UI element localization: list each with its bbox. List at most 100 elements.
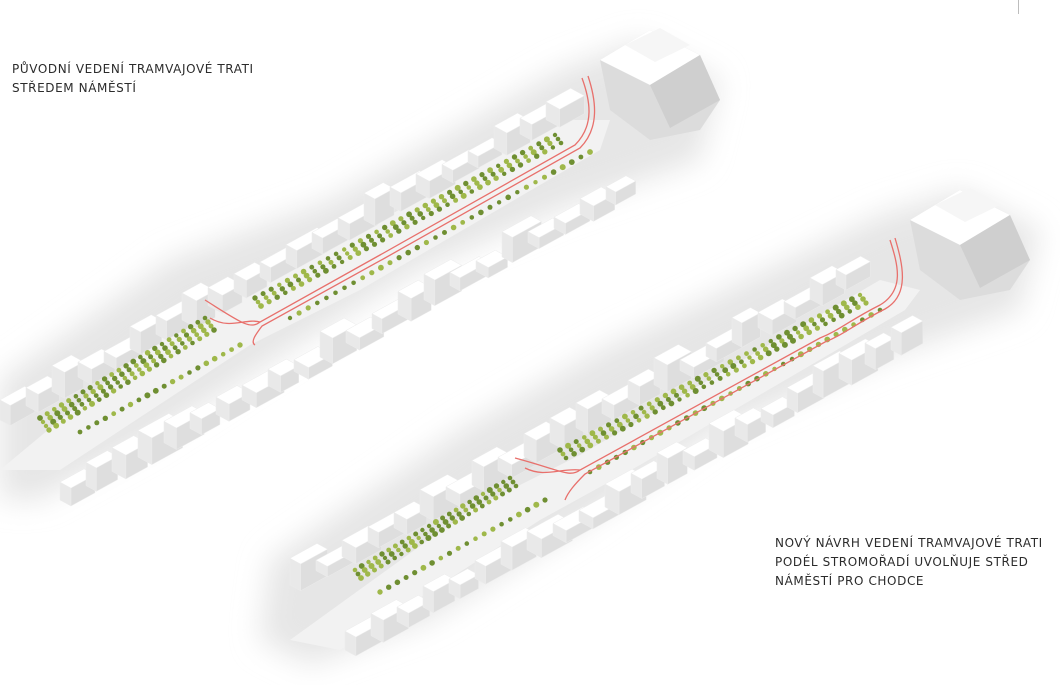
tree: [287, 315, 293, 321]
tree: [563, 455, 569, 461]
tree: [175, 349, 181, 355]
tree: [122, 375, 128, 381]
caption-proposed: NOVÝ NÁVRH VEDENÍ TRAMVAJOVÉ TRATI PODÉL…: [775, 534, 1043, 591]
caption-proposed-line-1: NOVÝ NÁVRH VEDENÍ TRAMVAJOVÉ TRATI: [775, 536, 1043, 550]
tree: [636, 418, 642, 423]
tree: [499, 521, 504, 527]
tree: [365, 571, 371, 577]
tree: [466, 185, 472, 190]
tree: [355, 571, 361, 577]
tree: [543, 136, 550, 143]
tree: [501, 479, 506, 485]
tree: [483, 495, 489, 501]
tree: [152, 387, 159, 394]
tree: [197, 323, 204, 330]
tree: [460, 220, 466, 225]
tree: [466, 511, 472, 517]
proposed-layout-view: [260, 188, 1040, 665]
tree: [323, 267, 329, 274]
tree: [469, 189, 475, 194]
tree: [542, 149, 548, 155]
tree: [333, 290, 338, 296]
tree: [442, 198, 447, 204]
tree: [517, 162, 524, 168]
tree: [582, 435, 587, 440]
tree: [277, 282, 282, 287]
building-block: [289, 543, 329, 565]
tree: [770, 342, 777, 349]
tree: [792, 325, 798, 332]
tree: [428, 210, 434, 217]
tree: [405, 547, 411, 553]
tree: [479, 503, 485, 509]
tree: [498, 166, 505, 173]
tree: [405, 249, 412, 256]
tree: [798, 333, 804, 340]
tree: [413, 531, 419, 537]
tree: [401, 220, 407, 226]
tree: [118, 384, 123, 389]
tree: [587, 149, 593, 155]
tree: [757, 354, 764, 361]
tree: [296, 277, 301, 283]
tree: [426, 523, 432, 529]
tree: [161, 357, 167, 364]
tree: [211, 355, 218, 362]
tree: [460, 503, 466, 509]
tree: [366, 559, 371, 565]
tree: [166, 337, 172, 343]
tree: [429, 560, 435, 566]
tree: [533, 180, 538, 185]
tree: [87, 385, 93, 391]
tree: [399, 539, 405, 545]
tree: [542, 497, 548, 503]
tree: [439, 527, 445, 533]
tree: [476, 499, 483, 505]
tree: [776, 334, 782, 340]
tree: [358, 563, 365, 569]
tree: [378, 563, 384, 569]
tree: [61, 406, 68, 412]
tree: [503, 158, 509, 164]
tree: [493, 495, 499, 501]
tree: [115, 380, 120, 385]
tree: [450, 224, 457, 231]
tree: [204, 331, 210, 337]
tree: [392, 224, 399, 231]
tree: [516, 511, 522, 518]
tree: [665, 397, 671, 402]
tree: [727, 359, 734, 365]
tree: [377, 233, 383, 239]
tree: [502, 171, 507, 176]
tree: [126, 367, 132, 373]
tree: [533, 501, 540, 508]
tree: [490, 526, 496, 532]
tree: [127, 401, 134, 408]
tree: [493, 175, 499, 181]
tree: [312, 268, 318, 274]
tree: [414, 244, 420, 251]
tram-track: [514, 237, 904, 501]
tree: [584, 438, 591, 445]
tree: [432, 519, 439, 525]
tree: [438, 555, 444, 561]
tree: [565, 442, 572, 449]
tree: [152, 345, 158, 352]
building-block: [656, 441, 688, 459]
tree: [409, 215, 415, 221]
tree: [77, 429, 83, 435]
tree: [742, 363, 747, 369]
tree: [110, 388, 117, 394]
tree: [446, 550, 453, 556]
tree: [388, 233, 394, 238]
tree: [681, 388, 688, 394]
building-block: [545, 87, 585, 110]
tree: [380, 237, 386, 243]
tree: [159, 341, 165, 347]
tree: [703, 372, 709, 378]
tree-row-south: [287, 149, 593, 321]
tree: [201, 327, 207, 334]
tree: [387, 260, 393, 266]
tree: [486, 499, 492, 505]
tree: [652, 409, 658, 415]
